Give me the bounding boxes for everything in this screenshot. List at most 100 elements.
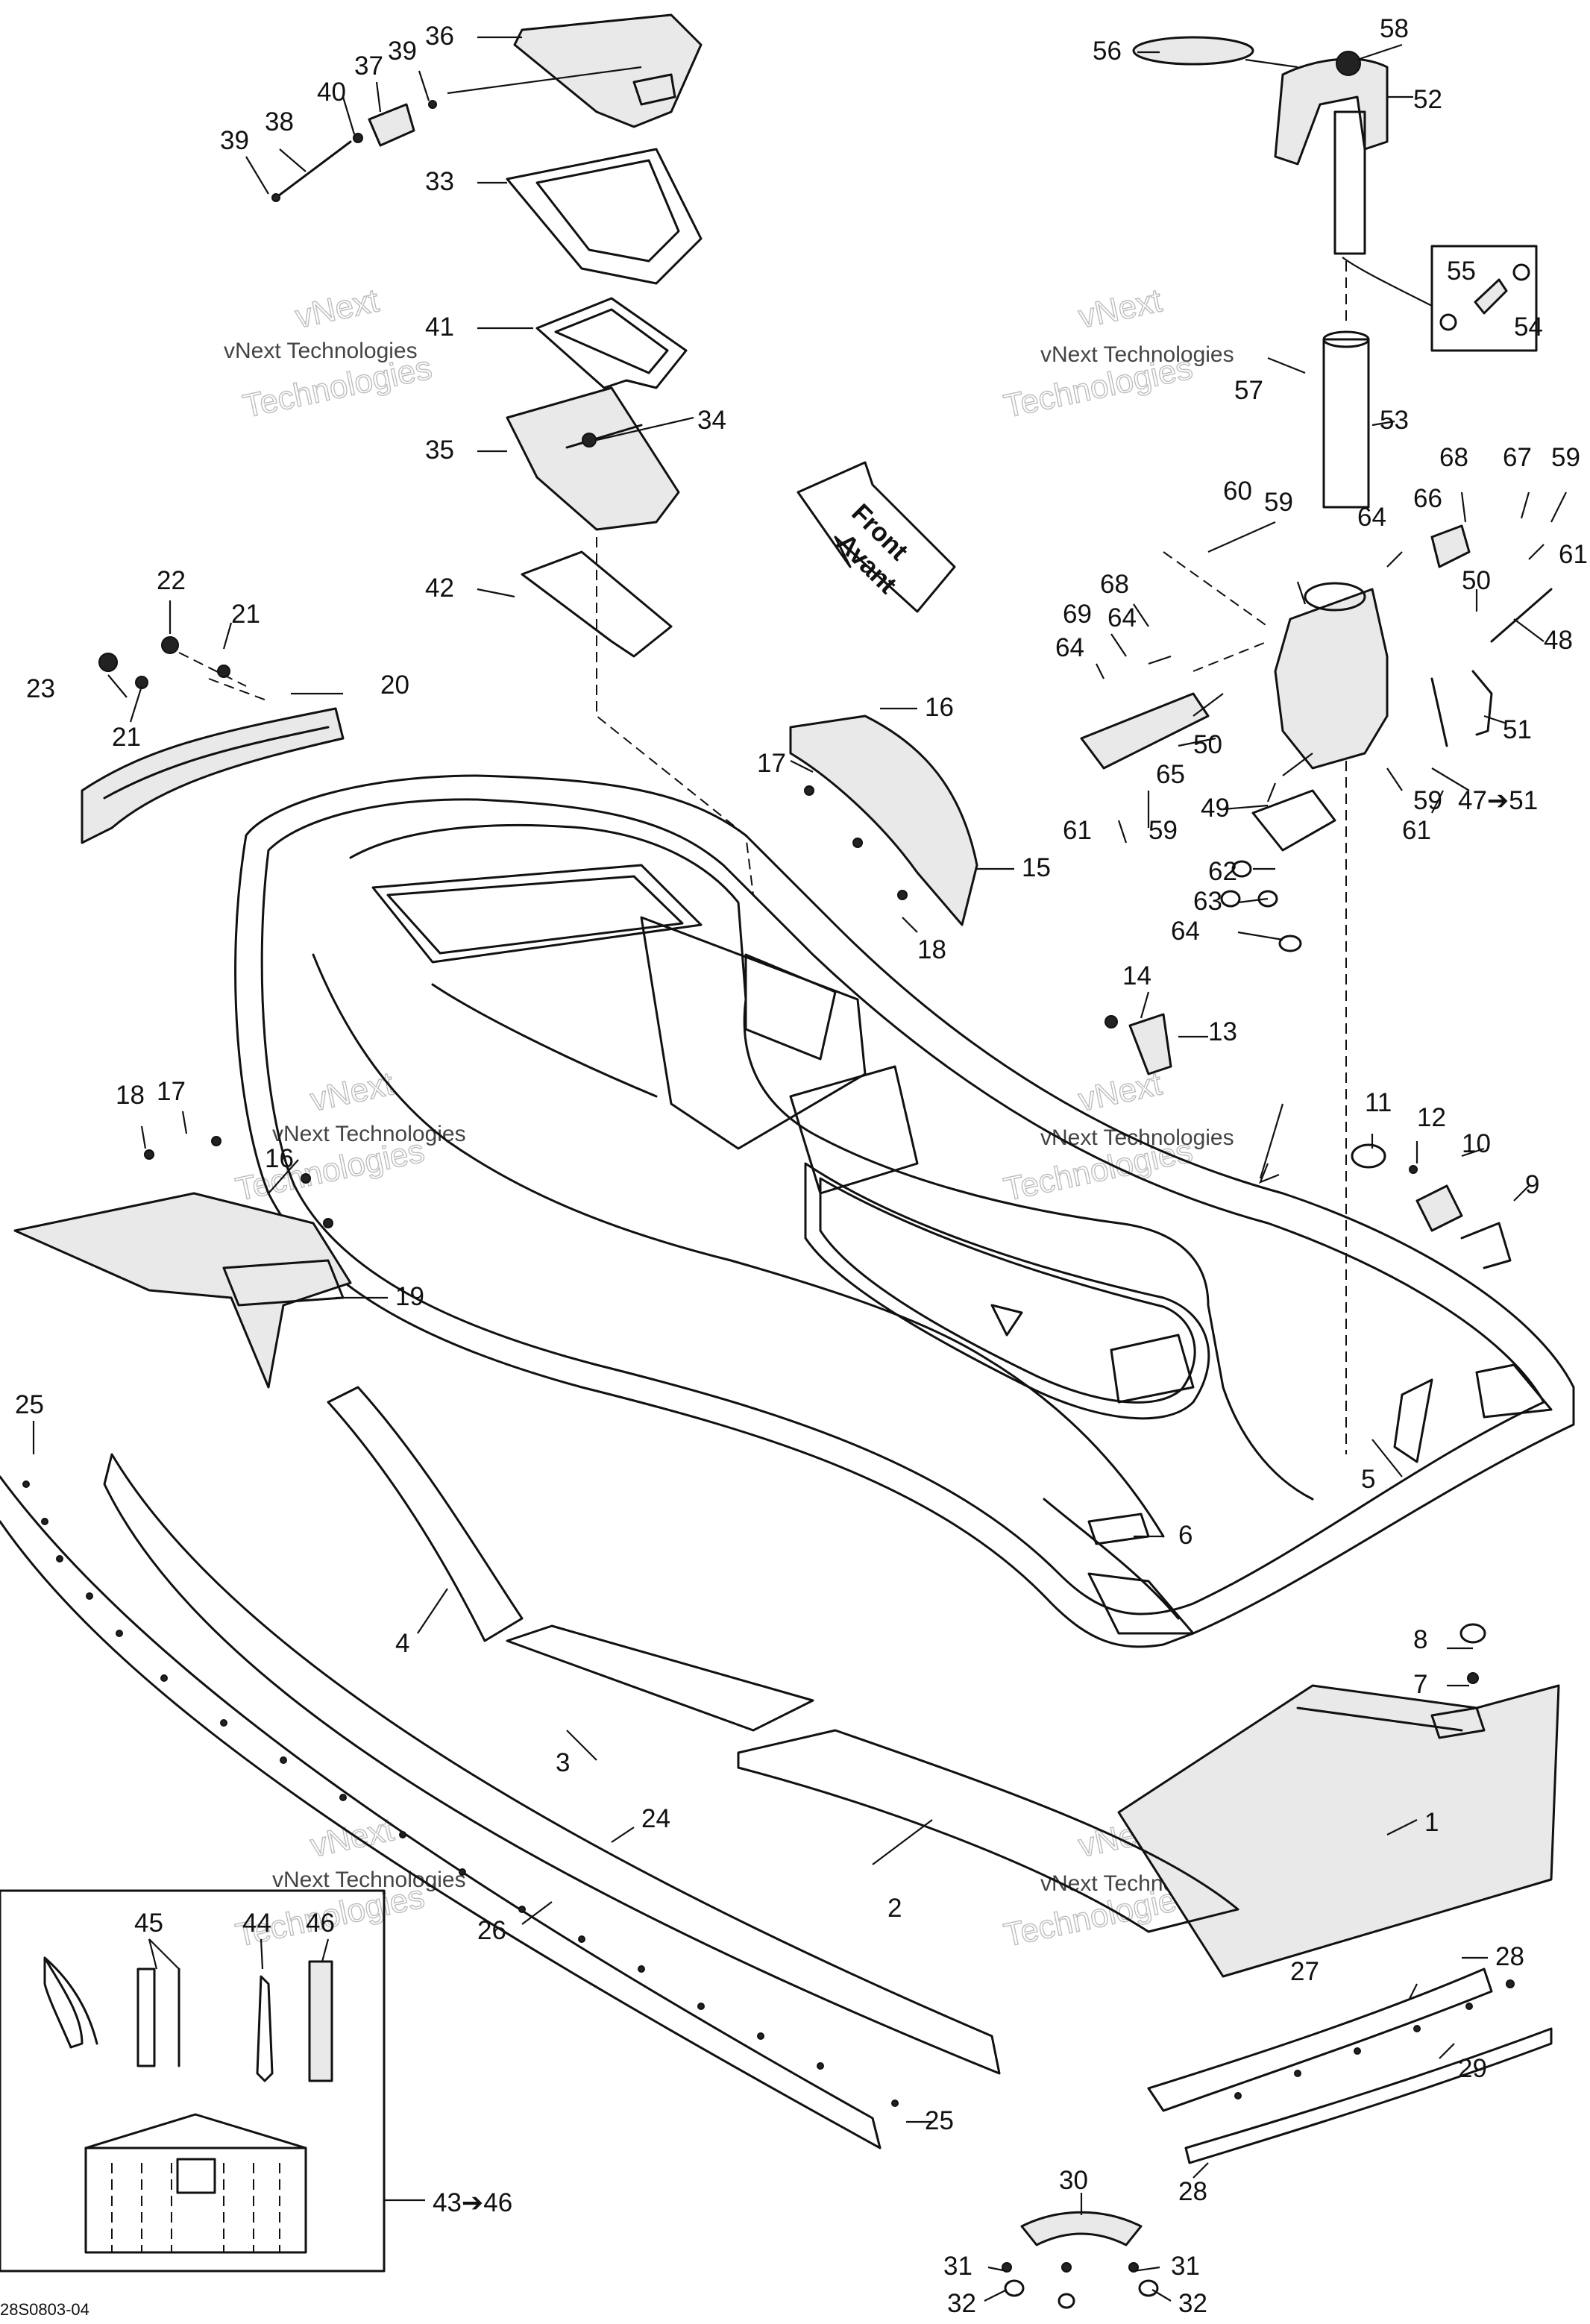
gasket-42 bbox=[521, 550, 673, 658]
callout-16b: 16 bbox=[265, 1144, 294, 1173]
steering-tube-53 bbox=[1322, 330, 1370, 509]
svg-text:vNext Technologies: vNext Technologies bbox=[272, 1122, 466, 1146]
callout-68: 68 bbox=[1439, 443, 1468, 472]
callout-17b: 17 bbox=[157, 1077, 186, 1106]
callout-56: 56 bbox=[1093, 37, 1122, 66]
callout-30: 30 bbox=[1059, 2166, 1088, 2195]
callout-13: 13 bbox=[1208, 1017, 1237, 1046]
callout-28: 28 bbox=[1495, 1942, 1524, 1971]
watermark-top-left: vNext vNext Technologies Technologies bbox=[224, 282, 436, 426]
callout-1: 1 bbox=[1424, 1808, 1439, 1837]
callout-62: 62 bbox=[1208, 857, 1237, 886]
callout-57: 57 bbox=[1234, 376, 1263, 405]
hardware-37-40 bbox=[271, 100, 597, 447]
rub-rail-24 bbox=[103, 1453, 1001, 2075]
callout-49: 49 bbox=[1201, 794, 1230, 823]
callout-29: 29 bbox=[1458, 2054, 1487, 2083]
decal-1 bbox=[1117, 1684, 1560, 1978]
svg-text:vNext: vNext bbox=[292, 282, 382, 335]
detail-box-54-55 bbox=[1342, 245, 1538, 352]
callout-4: 4 bbox=[395, 1629, 409, 1658]
callout-43: 43➔46 bbox=[433, 2188, 512, 2217]
callout-19: 19 bbox=[395, 1282, 424, 1311]
callout-28b: 28 bbox=[1178, 2177, 1207, 2206]
svg-text:vNext: vNext bbox=[1075, 282, 1165, 335]
callout-44: 44 bbox=[242, 1909, 271, 1938]
storage-bin-35 bbox=[506, 386, 680, 531]
callout-8: 8 bbox=[1413, 1625, 1427, 1654]
callout-39: 39 bbox=[388, 37, 417, 66]
callout-59b: 59 bbox=[1551, 443, 1580, 472]
callout-39b: 39 bbox=[220, 126, 249, 155]
callout-64c: 64 bbox=[1055, 633, 1084, 662]
callout-42: 42 bbox=[425, 574, 454, 603]
callout-51: 51 bbox=[1503, 715, 1532, 744]
callout-59d: 59 bbox=[1413, 786, 1442, 815]
callout-54: 54 bbox=[1514, 313, 1543, 342]
watermark-mid-left: vNext vNext Technologies Technologies bbox=[232, 1065, 466, 1209]
callout-36: 36 bbox=[425, 22, 454, 51]
gasket-41 bbox=[535, 297, 688, 389]
callout-24: 24 bbox=[641, 1804, 670, 1833]
stern-trim-30 bbox=[1002, 2211, 1159, 2309]
watermark-top-right: vNext vNext Technologies Technologies bbox=[1000, 282, 1234, 426]
callout-61b: 61 bbox=[1063, 816, 1092, 845]
callout-20: 20 bbox=[380, 670, 409, 700]
callout-38: 38 bbox=[265, 107, 294, 136]
callout-23: 23 bbox=[26, 674, 55, 703]
callout-60: 60 bbox=[1223, 477, 1252, 506]
callout-50: 50 bbox=[1462, 566, 1491, 595]
callout-66: 66 bbox=[1413, 484, 1442, 513]
callout-50b: 50 bbox=[1193, 730, 1222, 759]
callout-64: 64 bbox=[1357, 503, 1386, 532]
callout-34: 34 bbox=[697, 406, 726, 435]
callout-59: 59 bbox=[1264, 488, 1293, 517]
callout-31: 31 bbox=[943, 2252, 972, 2281]
callout-58: 58 bbox=[1380, 14, 1409, 43]
callout-2: 2 bbox=[887, 1894, 902, 1923]
callout-67: 67 bbox=[1503, 443, 1532, 472]
side-trim-19 bbox=[13, 1136, 352, 1389]
decal-4 bbox=[327, 1386, 524, 1642]
callout-48: 48 bbox=[1544, 626, 1573, 655]
assembly-lines bbox=[178, 261, 1347, 1454]
callout-22: 22 bbox=[157, 566, 186, 595]
storage-frame-33 bbox=[506, 148, 703, 285]
callout-16: 16 bbox=[925, 693, 954, 722]
callout-52: 52 bbox=[1413, 85, 1442, 114]
callout-12: 12 bbox=[1417, 1103, 1446, 1132]
callout-64b: 64 bbox=[1107, 603, 1137, 632]
callout-7: 7 bbox=[1413, 1670, 1427, 1699]
callout-46: 46 bbox=[306, 1909, 335, 1938]
callout-59c: 59 bbox=[1148, 816, 1178, 845]
decal-2 bbox=[737, 1729, 1239, 1933]
callout-68b: 68 bbox=[1100, 570, 1129, 599]
callout-32: 32 bbox=[947, 2289, 976, 2318]
callout-18: 18 bbox=[917, 935, 946, 964]
callout-63: 63 bbox=[1193, 887, 1222, 916]
side-trim-15 bbox=[789, 715, 978, 926]
rub-rail-26 bbox=[0, 1475, 882, 2149]
callout-35: 35 bbox=[425, 436, 454, 465]
callout-15: 15 bbox=[1022, 853, 1051, 882]
callout-25: 25 bbox=[15, 1390, 44, 1419]
handlebar-52 bbox=[1132, 36, 1389, 255]
hardware-9-11 bbox=[1351, 1143, 1512, 1269]
callout-3: 3 bbox=[556, 1748, 570, 1777]
svg-text:vNext: vNext bbox=[307, 1065, 397, 1118]
callout-37: 37 bbox=[354, 51, 383, 81]
front-direction-arrow: Front Avant bbox=[796, 461, 956, 613]
callout-55: 55 bbox=[1447, 257, 1476, 286]
drawing-code: 28S0803-04 bbox=[0, 2300, 89, 2319]
callout-47: 47➔51 bbox=[1458, 786, 1538, 815]
callout-64d: 64 bbox=[1171, 917, 1200, 946]
decal-5 bbox=[1393, 1378, 1433, 1463]
callout-labels: 1 2 3 4 5 6 7 8 9 10 11 12 13 14 15 16 1… bbox=[0, 14, 1588, 2319]
leader-lines bbox=[32, 36, 1567, 2302]
decal-3 bbox=[506, 1624, 814, 1732]
steering-column-49 bbox=[1080, 524, 1553, 952]
callout-18b: 18 bbox=[116, 1081, 145, 1110]
watermark-mid-right: vNext vNext Technologies Technologies bbox=[1000, 1065, 1234, 1209]
